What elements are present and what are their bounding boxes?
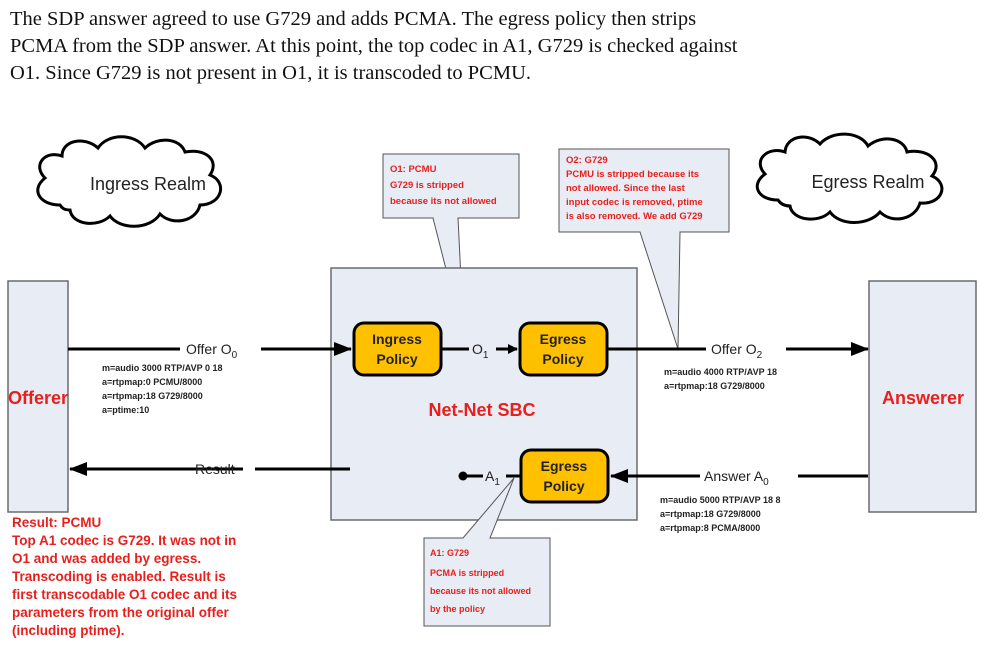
svg-text:Ingress: Ingress xyxy=(372,331,422,347)
answer-a0-arrow: Answer A0 xyxy=(610,468,868,488)
callout-o2: O2: G729 PCMU is stripped because its no… xyxy=(558,148,730,350)
answerer-label: Answerer xyxy=(882,388,964,408)
offer-o2-arrow: Offer O2 xyxy=(607,341,869,361)
svg-text:m=audio 5000 RTP/AVP 18 8: m=audio 5000 RTP/AVP 18 8 xyxy=(660,495,780,505)
svg-text:a=rtpmap:18 G729/8000: a=rtpmap:18 G729/8000 xyxy=(660,509,761,519)
callout-a1-line: by the policy xyxy=(430,604,485,614)
svg-text:a=rtpmap:18 G729/8000: a=rtpmap:18 G729/8000 xyxy=(664,381,765,391)
sdp-offer2-text: m=audio 4000 RTP/AVP 18 a=rtpmap:18 G729… xyxy=(664,367,777,391)
egress-policy-top-box: Egress Policy xyxy=(518,321,609,377)
a1-connector: A1 xyxy=(458,468,521,488)
ingress-realm-cloud: Ingress Realm xyxy=(36,135,222,228)
callout-a1: A1: G729 PCMA is stripped because its no… xyxy=(423,477,551,627)
answer-a0-label: Answer A0 xyxy=(704,468,769,488)
intro-paragraph: The SDP answer agreed to use G729 and ad… xyxy=(10,6,975,87)
svg-text:Policy: Policy xyxy=(543,478,584,494)
intro-line: PCMA from the SDP answer. At this point,… xyxy=(10,35,738,57)
sdp-answer-text: m=audio 5000 RTP/AVP 18 8 a=rtpmap:18 G7… xyxy=(660,495,780,533)
result-note-line: (including ptime). xyxy=(12,623,125,638)
offer-o0-arrow: Offer O0 xyxy=(68,341,352,361)
intro-line: O1. Since G729 is not present in O1, it … xyxy=(10,62,532,84)
result-note-line: Result: PCMU xyxy=(12,515,102,530)
callout-o2-line: not allowed. Since the last xyxy=(566,183,686,194)
callout-o1-line: O1: PCMU xyxy=(390,164,437,175)
callout-a1-line: PCMA is stripped xyxy=(430,568,504,578)
result-arrow: Result xyxy=(69,461,350,477)
sbc-title: Net-Net SBC xyxy=(428,400,535,420)
svg-text:a=rtpmap:18 G729/8000: a=rtpmap:18 G729/8000 xyxy=(102,391,203,401)
result-note-line: Transcoding is enabled. Result is xyxy=(12,569,226,584)
egress-policy-bottom-box: Egress Policy xyxy=(519,448,610,504)
callout-o2-line: input codec is removed, ptime xyxy=(566,197,703,208)
callout-a1-line: because its not allowed xyxy=(430,586,531,596)
ingress-realm-label: Ingress Realm xyxy=(90,174,206,194)
o1-label: O1 xyxy=(472,341,489,361)
offer-o0-label: Offer O0 xyxy=(186,341,238,361)
egress-realm-cloud: Egress Realm xyxy=(755,132,944,224)
result-note-line: O1 and was added by egress. xyxy=(12,551,202,566)
a1-label: A1 xyxy=(485,468,500,488)
offerer-box xyxy=(7,280,69,513)
sdp-offer-text: m=audio 3000 RTP/AVP 0 18 a=rtpmap:0 PCM… xyxy=(102,363,222,415)
result-note: Result: PCMU Top A1 codec is G729. It wa… xyxy=(12,514,352,640)
svg-text:Policy: Policy xyxy=(542,351,583,367)
svg-text:a=rtpmap:0 PCMU/8000: a=rtpmap:0 PCMU/8000 xyxy=(102,377,202,387)
callout-o2-line: O2: G729 xyxy=(566,155,608,166)
egress-realm-label: Egress Realm xyxy=(811,172,924,192)
result-label: Result xyxy=(195,461,235,477)
callout-a1-line: A1: G729 xyxy=(430,548,469,558)
ingress-policy-box: Ingress Policy xyxy=(352,321,443,377)
result-note-line: Top A1 codec is G729. It was not in xyxy=(12,533,237,548)
svg-text:a=ptime:10: a=ptime:10 xyxy=(102,405,149,415)
o1-arrow: O1 xyxy=(441,341,518,361)
result-note-line: first transcodable O1 codec and its xyxy=(12,587,238,602)
offer-o2-label: Offer O2 xyxy=(711,341,763,361)
result-note-line: parameters from the original offer xyxy=(12,605,229,620)
intro-line: The SDP answer agreed to use G729 and ad… xyxy=(10,8,697,30)
svg-text:m=audio 4000 RTP/AVP 18: m=audio 4000 RTP/AVP 18 xyxy=(664,367,777,377)
callout-o2-line: is also removed. We add G729 xyxy=(566,211,703,222)
callout-o1-line: because its not allowed xyxy=(390,196,497,207)
svg-text:Policy: Policy xyxy=(376,351,417,367)
svg-text:Egress: Egress xyxy=(540,331,587,347)
svg-text:m=audio 3000 RTP/AVP 0 18: m=audio 3000 RTP/AVP 0 18 xyxy=(102,363,222,373)
svg-text:a=rtpmap:8 PCMA/8000: a=rtpmap:8 PCMA/8000 xyxy=(660,523,760,533)
answerer-box xyxy=(868,280,977,513)
offerer-label: Offerer xyxy=(8,388,68,408)
svg-text:Egress: Egress xyxy=(541,458,588,474)
callout-o2-line: PCMU is stripped because its xyxy=(566,169,699,180)
callout-o1-line: G729 is stripped xyxy=(390,180,464,191)
